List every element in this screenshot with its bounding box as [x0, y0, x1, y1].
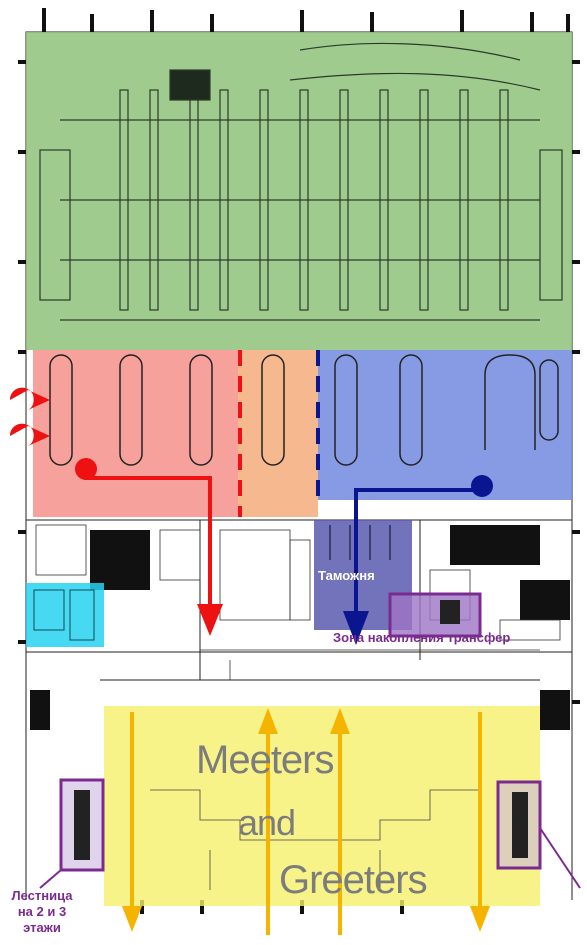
room-outlines [35, 524, 561, 680]
left-staircase-steps [74, 790, 90, 860]
meeters-zone [104, 706, 540, 906]
service-rooms [30, 525, 570, 730]
blue-zone [318, 350, 572, 500]
baggage-hall-structures [39, 42, 563, 321]
baggage-carousels [49, 354, 559, 466]
transfer-stairs [440, 600, 460, 624]
transfer-zone-label: Зона накопления трансфер [333, 630, 511, 645]
meeters-label-line1: Meeters [196, 738, 334, 782]
baggage-hall-zone [26, 32, 572, 350]
orange-flow-arrows [122, 708, 490, 935]
cyan-zone [26, 583, 104, 647]
customs-label: Таможня [318, 568, 375, 583]
red-zone [33, 350, 238, 517]
red-entry-markers [9, 387, 50, 446]
meeters-hall-lines [150, 789, 480, 890]
left-staircase-pointer [39, 869, 62, 889]
transfer-zone [388, 592, 482, 638]
right-staircase-steps [512, 792, 528, 858]
blue-route-arrow [343, 475, 493, 645]
grid-markers [18, 8, 580, 914]
cyan-zone-rooms [33, 589, 95, 641]
zone-dividers [238, 350, 320, 517]
stairs-label: Лестница на 2 и 3 этажи [11, 888, 73, 935]
customs-counters [329, 525, 391, 560]
red-route-arrow [75, 458, 223, 636]
right-staircase-pointer [539, 827, 581, 889]
meeters-label-line3: Greeters [279, 858, 428, 902]
orange-zone [238, 350, 318, 517]
meeters-label-line2: and [238, 802, 296, 843]
